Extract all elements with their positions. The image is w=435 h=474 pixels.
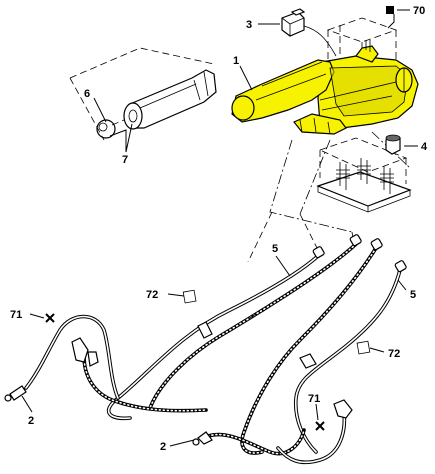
clip-square-72-left xyxy=(182,289,197,304)
cross-mark-71-right xyxy=(315,421,325,431)
floor-studs xyxy=(336,158,394,194)
callout-5-upper: 5 xyxy=(272,243,278,255)
right-rear-cable xyxy=(192,399,353,465)
callout-72-right: 72 xyxy=(388,348,400,360)
callout-3: 3 xyxy=(246,19,252,31)
filled-square-70 xyxy=(386,6,394,14)
cable-guide-clips xyxy=(197,307,317,369)
brake-cables xyxy=(106,234,407,455)
callout-71-left: 71 xyxy=(10,309,22,321)
cross-mark-71-left xyxy=(45,313,55,323)
bush-part-4 xyxy=(385,134,401,155)
leader-lines xyxy=(21,9,418,447)
left-rear-cable xyxy=(4,314,208,413)
callout-7: 7 xyxy=(122,154,128,166)
callout-1: 1 xyxy=(233,55,239,67)
callout-72-left: 72 xyxy=(146,289,158,301)
floor-bracket-outline xyxy=(316,137,412,213)
callout-71-right: 71 xyxy=(308,393,320,405)
callout-2-right: 2 xyxy=(160,441,166,453)
grip-button-part-6 xyxy=(96,119,125,139)
callout-2-left: 2 xyxy=(28,415,34,427)
handbrake-lever-part-1 xyxy=(231,40,419,135)
lever-grip-part-7 xyxy=(123,69,217,130)
brake-switch-part-3 xyxy=(281,8,337,57)
callout-4: 4 xyxy=(421,141,428,153)
callout-70: 70 xyxy=(413,5,425,17)
clip-square-72-right xyxy=(356,340,371,355)
grip-dashed-outline xyxy=(69,47,215,141)
callout-5-right: 5 xyxy=(410,289,416,301)
callout-6: 6 xyxy=(84,88,90,100)
